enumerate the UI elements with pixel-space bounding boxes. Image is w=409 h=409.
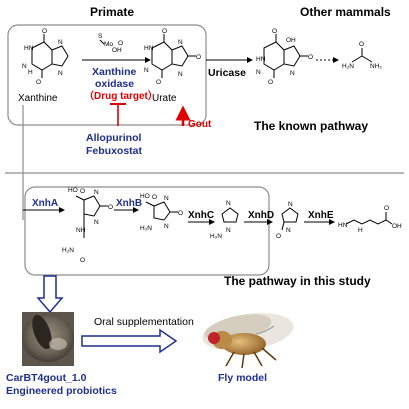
svg-text:S: S	[98, 33, 103, 40]
known-pathway-label: The known pathway	[254, 119, 368, 133]
strain-name-label: CarBT4gout_1.0	[6, 372, 87, 384]
svg-text:NH: NH	[76, 227, 86, 234]
hollow-down-arrow	[36, 275, 64, 314]
svg-text:OH: OH	[392, 223, 402, 230]
svg-text:HN: HN	[256, 56, 266, 63]
svg-text:N: N	[286, 227, 291, 234]
svg-text:O: O	[118, 40, 123, 47]
fly-model-label: Fly model	[218, 372, 267, 384]
svg-text:N: N	[94, 189, 99, 196]
svg-text:N: N	[164, 223, 169, 230]
svg-text:O: O	[162, 28, 167, 35]
gout-label: Gout	[188, 119, 212, 130]
svg-text:N: N	[164, 195, 169, 202]
enzyme-xanthine-oxidase-line2: oxidase	[95, 78, 134, 90]
intermediate-2-structure: HO O N N O H₂N	[140, 193, 183, 232]
svg-text:HN: HN	[144, 45, 154, 52]
svg-text:HO: HO	[68, 187, 78, 194]
hydroxyisourate-structure: O OH HN O N N O	[256, 28, 313, 86]
svg-text:O: O	[359, 41, 364, 48]
svg-text:OH: OH	[286, 37, 296, 44]
product-structure: HN H O OH	[338, 205, 402, 234]
svg-text:O: O	[384, 205, 389, 212]
svg-text:HO: HO	[140, 193, 150, 200]
svg-text:N: N	[288, 201, 293, 208]
intermediate-3-structure: N N H₂N	[210, 200, 239, 240]
svg-text:H₂N: H₂N	[62, 247, 74, 254]
svg-text:N: N	[290, 70, 295, 77]
study-pathway-label: The pathway in this study	[224, 274, 371, 288]
primate-frame	[7, 24, 207, 126]
svg-text:N: N	[256, 69, 261, 76]
svg-text:HN: HN	[338, 222, 348, 229]
svg-text:H₂N: H₂N	[210, 233, 222, 240]
svg-text:O: O	[42, 28, 47, 35]
intermediate-1-structure: HO O N N O NH H₂N O	[62, 187, 113, 264]
svg-text:N: N	[144, 67, 149, 74]
svg-text:O: O	[178, 210, 183, 217]
svg-text:Mo: Mo	[104, 41, 113, 48]
header-primate: Primate	[90, 5, 134, 19]
hollow-right-arrow	[81, 328, 178, 354]
svg-text:O: O	[108, 204, 113, 211]
svg-text:O: O	[272, 28, 277, 35]
enzyme-xanthine-oxidase-line1: Xanthine	[92, 66, 136, 78]
svg-text:O: O	[156, 79, 161, 86]
urea-structure: H₂N NH₂ O	[342, 41, 382, 70]
enzyme-xnhE: XnhE	[308, 210, 334, 221]
engineered-probiotics-label: Engineered probiotics	[6, 385, 117, 397]
study-pathway-frame	[24, 186, 270, 276]
molybdenum-cofactor: S Mo O OH	[98, 33, 123, 54]
xanthine-label: Xanthine	[18, 93, 58, 104]
svg-text:O: O	[308, 54, 313, 61]
enzyme-xnhC: XnhC	[188, 210, 214, 221]
svg-text:O: O	[196, 54, 201, 61]
svg-text:N: N	[226, 227, 231, 234]
urate-structure: O HN O N N N O	[144, 28, 201, 86]
oral-supplementation-label: Oral supplementation	[94, 316, 194, 328]
header-other-mammals: Other mammals	[300, 5, 391, 19]
svg-text:H₂N: H₂N	[342, 63, 354, 70]
urate-label: Urate	[152, 93, 177, 104]
svg-text:H: H	[358, 227, 363, 234]
uricase-label: Uricase	[208, 67, 246, 79]
svg-text:N: N	[58, 70, 63, 77]
xanthine-structure: O HN O N N N H	[22, 28, 69, 86]
svg-text:N: N	[178, 39, 183, 46]
enzyme-xnhA: XnhA	[32, 198, 58, 209]
svg-text:O: O	[80, 257, 85, 264]
svg-text:H: H	[28, 69, 33, 76]
svg-text:O: O	[276, 233, 281, 240]
drug-target-label: （Drug target）	[84, 89, 158, 102]
enzyme-xnhB: XnhB	[116, 198, 142, 209]
svg-text:O: O	[268, 79, 273, 86]
probiotic-culture-image	[22, 312, 74, 366]
fly-icon	[202, 313, 294, 369]
svg-text:H₂N: H₂N	[140, 225, 152, 232]
inhibitor-febuxostat: Febuxostat	[86, 145, 143, 157]
svg-text:O: O	[152, 194, 157, 201]
inhibitor-allopurinol: Allopurinol	[86, 132, 141, 144]
svg-text:O: O	[36, 79, 41, 86]
svg-text:HN: HN	[24, 45, 34, 52]
svg-text:OH: OH	[112, 47, 122, 54]
svg-text:N: N	[178, 71, 183, 78]
svg-text:NH₂: NH₂	[370, 63, 382, 70]
svg-text:N: N	[226, 200, 231, 207]
svg-text:N: N	[58, 39, 63, 46]
svg-text:O: O	[80, 188, 85, 195]
svg-text:N: N	[22, 63, 27, 70]
intermediate-4-structure: N N O	[276, 201, 299, 240]
enzyme-xnhD: XnhD	[248, 210, 274, 221]
svg-text:N: N	[94, 219, 99, 226]
